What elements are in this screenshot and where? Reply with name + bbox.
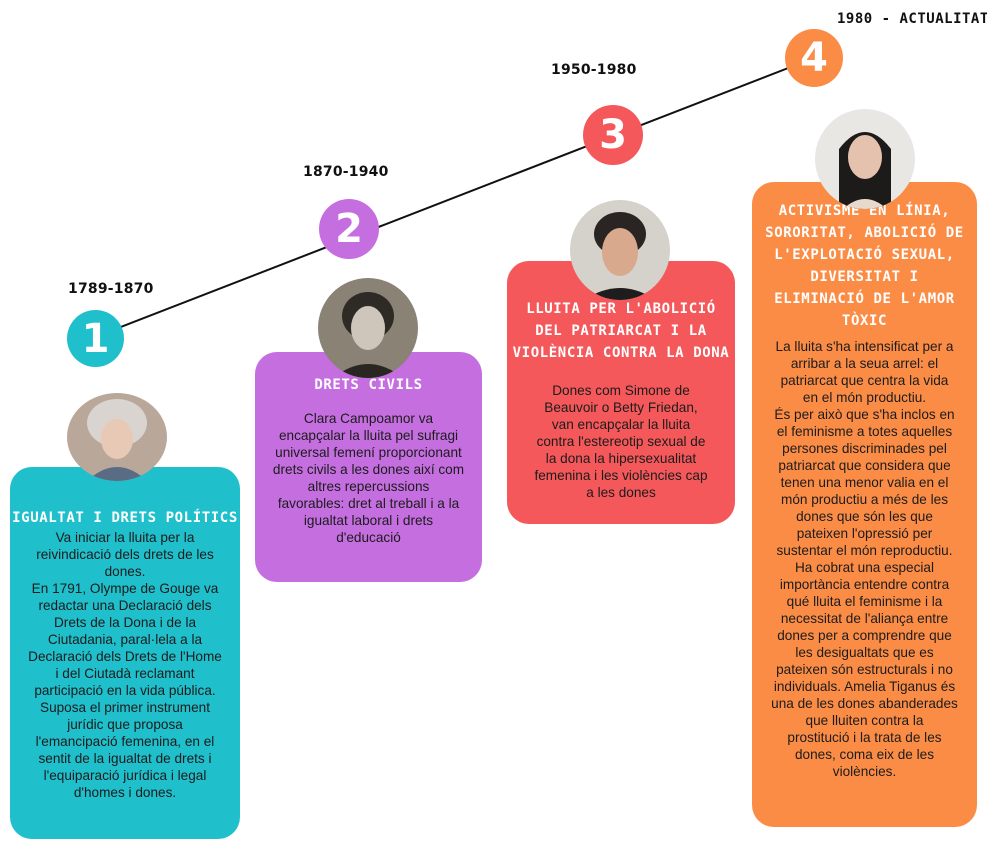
period-label-4: 1980 - ACTUALITAT — [837, 11, 987, 27]
period-label-1: 1789-1870 — [68, 281, 154, 297]
period-label-2: 1870-1940 — [303, 164, 389, 180]
stage-title-3: LLUITA PER L'ABOLICIÓ DEL PATRIARCAT I L… — [512, 301, 730, 361]
stage-number-4: 4 — [785, 29, 843, 87]
stage-body-4: La lluita s'ha intensificat per a arriba… — [771, 339, 958, 779]
stage-number-2: 2 — [319, 199, 379, 259]
stage-body-1: Va iniciar la lluita per la reivindicaci… — [28, 530, 222, 800]
portrait-woman-vintage-icon — [318, 278, 418, 378]
stage-number-1: 1 — [67, 310, 124, 367]
portrait-woman-modern-icon — [815, 109, 915, 209]
stage-card-4: ACTIVISME EN LÍNIA, SORORITAT, ABOLICIÓ … — [752, 182, 977, 827]
portrait-woman-18th-century-icon — [67, 393, 167, 481]
period-label-3: 1950-1980 — [551, 62, 637, 78]
stage-number-3: 3 — [583, 105, 643, 165]
stage-title-4: ACTIVISME EN LÍNIA, SORORITAT, ABOLICIÓ … — [765, 203, 964, 329]
stage-title-2: DRETS CIVILS — [314, 377, 423, 393]
timeline-line — [94, 57, 815, 338]
stage-body-3: Dones com Simone de Beauvoir o Betty Fri… — [534, 383, 708, 500]
stage-body-2: Clara Campoamor va encapçalar la lluita … — [272, 411, 465, 545]
stage-title-1: IGUALTAT I DRETS POLÍTICS — [12, 510, 238, 526]
stage-card-3: LLUITA PER L'ABOLICIÓ DEL PATRIARCAT I L… — [507, 261, 735, 524]
stage-card-2: DRETS CIVILS Clara Campoamor va encapçal… — [255, 352, 482, 582]
stage-card-1: IGUALTAT I DRETS POLÍTICS Va iniciar la … — [10, 467, 240, 839]
portrait-woman-short-hair-icon — [570, 200, 670, 300]
